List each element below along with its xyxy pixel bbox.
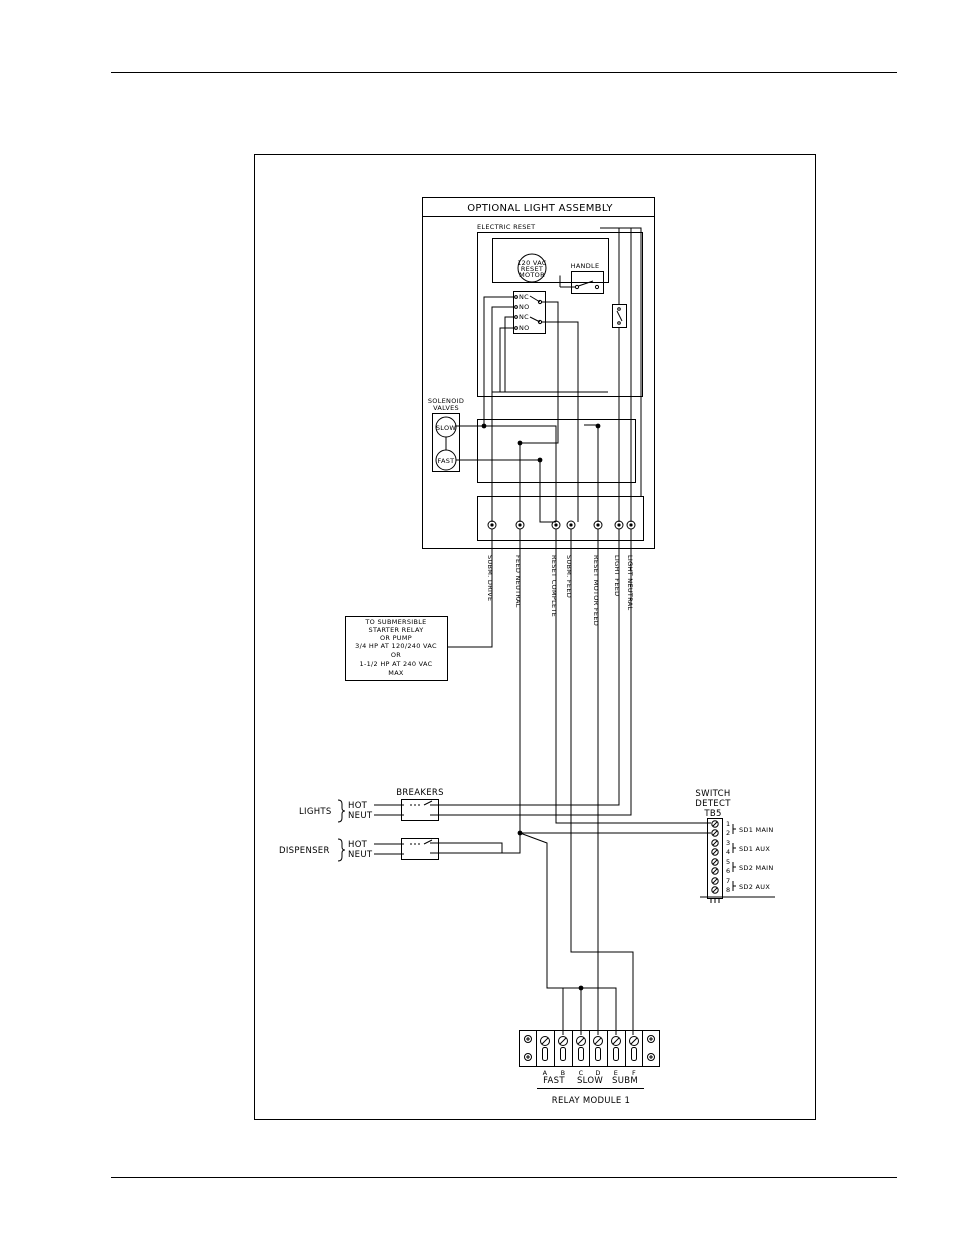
starter-note: TO SUBMERSIBLE STARTER RELAY OR PUMP 3/4…	[345, 616, 448, 681]
dispenser-neut-label: NEUT	[348, 850, 373, 860]
electric-reset-label: ELECTRIC RESET	[477, 223, 535, 231]
contact-nc-2: NC	[519, 313, 529, 321]
terminal-label-light-feed: LIGHT FEED	[613, 555, 621, 596]
tb5-num-1: 1	[726, 820, 730, 828]
light-switch	[612, 304, 627, 328]
optional-light-assembly: OPTIONAL LIGHT ASSEMBLY ELECTRIC RESET 1…	[422, 197, 655, 549]
switch-detect-title-3: TB5	[703, 809, 721, 819]
relay-letter-e: E	[614, 1069, 618, 1077]
tb5-num-7: 7	[726, 877, 730, 885]
handle-label: HANDLE	[571, 262, 600, 270]
reset-switch-contacts: NC NO NC NO	[513, 291, 546, 334]
terminal-label-subm-drive: SUBM. DRIVE	[486, 555, 494, 601]
terminal-label-reset-motor-feed: RESET MOTOR FEED	[592, 555, 600, 626]
assembly-title: OPTIONAL LIGHT ASSEMBLY	[467, 203, 613, 214]
relay-module-1: A B C D E F FAST SLOW SUBM RELAY MODULE …	[519, 1030, 660, 1106]
tb5-screws	[711, 820, 719, 894]
relay-letter-d: D	[595, 1069, 600, 1077]
starter-note-line-3: OR PUMP	[380, 634, 412, 642]
relay-group-fast: FAST	[543, 1076, 565, 1086]
sd2-main-label: SD2 MAIN	[739, 864, 774, 872]
motor-line-2: RESET	[521, 265, 543, 273]
dispenser-label: DISPENSER	[279, 846, 330, 856]
terminal-label-subm-feed: SUBM. FEED	[565, 555, 573, 598]
internal-wiring	[456, 227, 642, 523]
solenoid-title-2: VALVES	[433, 404, 459, 412]
tb5-num-6: 6	[726, 867, 730, 875]
relay-letter-f: F	[632, 1069, 636, 1077]
starter-note-line-4: 3/4 HP AT 120/240 VAC	[355, 642, 437, 650]
switch-detect-title-1: SWITCH	[695, 789, 730, 799]
contact-no-1: NO	[519, 303, 530, 311]
terminal-label-feed-neutral: FEED NEUTRAL	[514, 555, 522, 608]
reset-motor: 120 VAC RESET MOTOR	[492, 238, 609, 283]
dispenser-hot-label: HOT	[348, 840, 368, 850]
diagram-frame	[254, 154, 816, 1120]
header-rule	[111, 72, 897, 73]
starter-note-line-5: OR	[391, 651, 401, 659]
breakers: BREAKERS LIGHTS HOT NEUT DISPENSER HOT N…	[279, 788, 444, 862]
starter-note-line-6: 1-1/2 HP AT 240 VAC	[360, 660, 433, 668]
breakers-title: BREAKERS	[396, 788, 444, 798]
switch-detect-title-2: DETECT	[695, 799, 731, 809]
tb5-num-3: 3	[726, 839, 730, 847]
terminal-label-reset-complete: RESET COMPLETE	[550, 555, 558, 617]
relay-group-slow: SLOW	[577, 1076, 603, 1086]
sd1-aux-label: SD1 AUX	[739, 845, 770, 853]
handle-switch: HANDLE	[559, 262, 604, 294]
motor-line-1: 120 VAC	[517, 259, 547, 267]
motor-line-3: MOTOR	[519, 271, 545, 279]
terminal-screws	[487, 520, 636, 530]
lights-hot-label: HOT	[348, 801, 368, 811]
footer-rule	[111, 1177, 897, 1178]
sd2-aux-label: SD2 AUX	[739, 883, 770, 891]
contact-no-2: NO	[519, 324, 530, 332]
solenoid-fast-label: FAST	[438, 457, 455, 465]
lights-label: LIGHTS	[299, 807, 332, 817]
solenoid-slow-label: SLOW	[436, 424, 457, 432]
lights-neut-label: NEUT	[348, 811, 373, 821]
terminal-strip	[477, 496, 644, 541]
relay-module-title: RELAY MODULE 1	[552, 1096, 630, 1106]
relay-letter-b: B	[561, 1069, 566, 1077]
tb5-num-5: 5	[726, 858, 730, 866]
terminal-labels: SUBM. DRIVE FEED NEUTRAL RESET COMPLETE …	[486, 555, 634, 626]
terminal-label-light-neutral: LIGHT NEUTRAL	[626, 555, 634, 610]
contact-nc-1: NC	[519, 293, 529, 301]
electric-reset-box	[477, 232, 643, 397]
relay-screws	[524, 1035, 655, 1061]
tb5-num-2: 2	[726, 829, 730, 837]
external-wiring	[430, 529, 711, 1035]
tb5-num-8: 8	[726, 886, 730, 894]
relay-letter-c: C	[579, 1069, 584, 1077]
solenoid-title-1: SOLENOID	[428, 397, 464, 405]
starter-note-line-7: MAX	[388, 669, 404, 677]
relay-group-subm: SUBM	[612, 1076, 638, 1086]
starter-note-line-1: TO SUBMERSIBLE	[364, 618, 426, 626]
switch-detect-tb5: SWITCH DETECT TB5 1 2 3 4 5 6 7 8 SD1 MA…	[695, 789, 775, 903]
sd1-main-label: SD1 MAIN	[739, 826, 774, 834]
starter-note-line-2: STARTER RELAY	[369, 626, 424, 634]
relay-letter-a: A	[543, 1069, 548, 1077]
tb5-num-4: 4	[726, 848, 730, 856]
